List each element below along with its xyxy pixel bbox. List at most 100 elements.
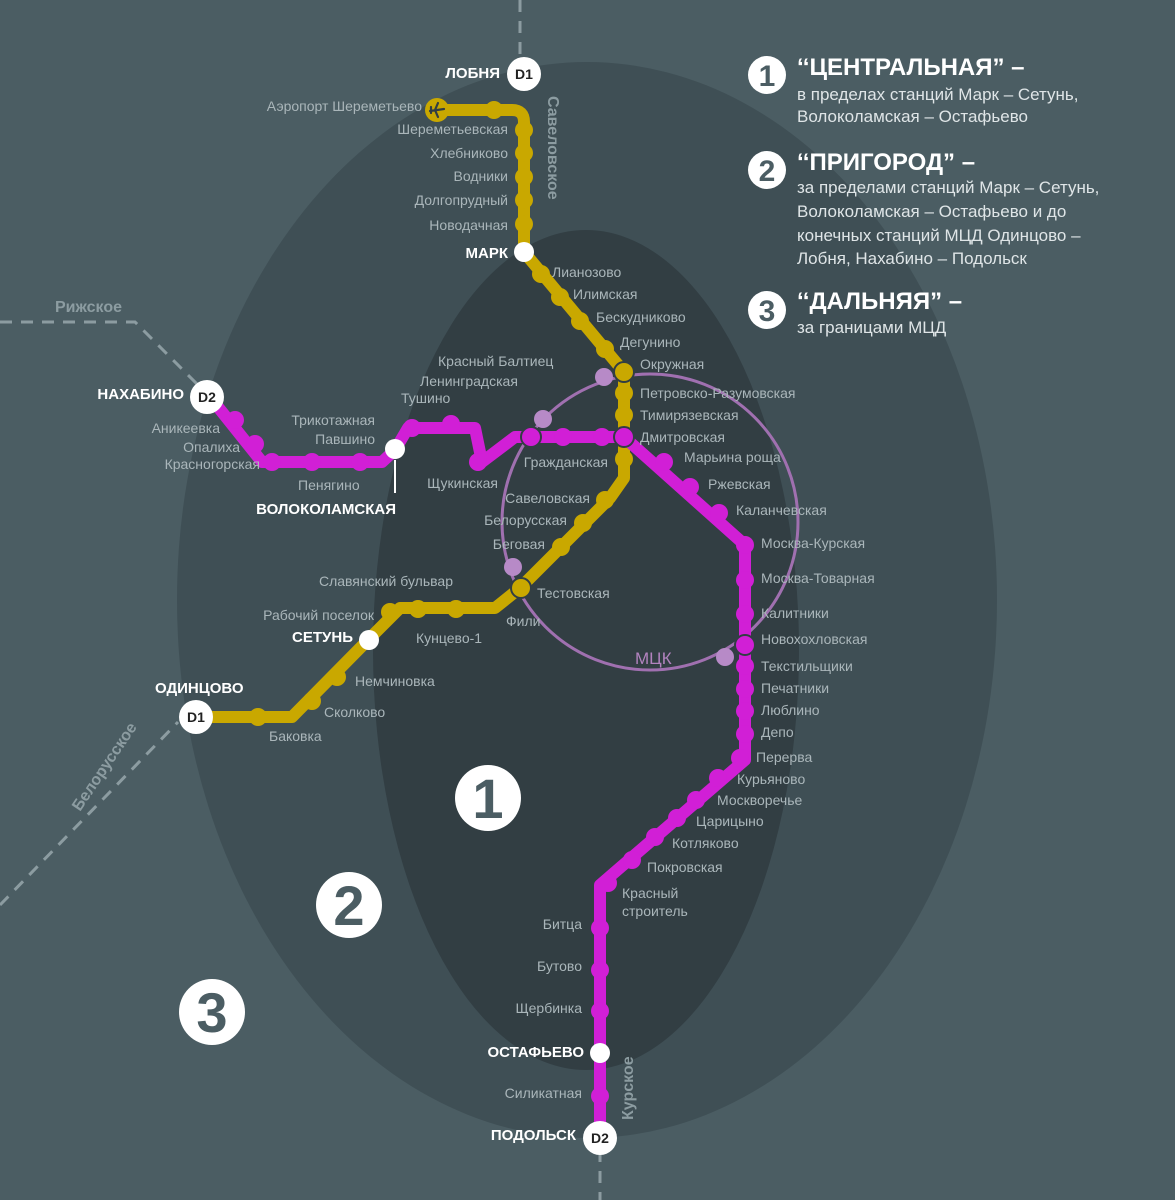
- station-skolkovo-label: Сколково: [324, 704, 385, 720]
- station-dot[interactable]: [615, 450, 633, 468]
- mck-station-dot[interactable]: [716, 648, 734, 666]
- station-dot[interactable]: [710, 504, 728, 522]
- legend-2-line-1: за пределами станций Марк – Сетунь,: [797, 178, 1099, 197]
- station-dmitrovskaya-label: Дмитровская: [640, 429, 725, 445]
- station-dot[interactable]: [591, 1087, 609, 1105]
- station-dot[interactable]: [687, 791, 705, 809]
- station-pokrovskaya-label: Покровская: [647, 859, 723, 875]
- station-dot[interactable]: [736, 680, 754, 698]
- station-dot[interactable]: [596, 340, 614, 358]
- station-dot[interactable]: [646, 828, 664, 846]
- legend-2-line-2: Волоколамская – Остафьево и до: [797, 202, 1066, 221]
- station-dot[interactable]: [263, 453, 281, 471]
- station-dot[interactable]: [515, 191, 533, 209]
- station-dot[interactable]: [681, 478, 699, 496]
- station-dot[interactable]: [226, 411, 244, 429]
- station-dot[interactable]: [515, 215, 533, 233]
- station-dot[interactable]: [551, 288, 569, 306]
- station-dot[interactable]: [552, 538, 570, 556]
- station-dot[interactable]: [515, 121, 533, 139]
- station-dot[interactable]: [403, 419, 421, 437]
- station-dot[interactable]: [409, 600, 427, 618]
- station-dot[interactable]: [351, 453, 369, 471]
- station-ilimskaya-label: Илимская: [573, 286, 637, 302]
- station-dot[interactable]: [574, 514, 592, 532]
- legend-1-title: ‘‘ЦЕНТРАЛЬНАЯ” –: [797, 54, 1025, 81]
- station-grazhdanskaya-label: Гражданская: [524, 454, 608, 470]
- station-dot[interactable]: [736, 725, 754, 743]
- station-petrovsko-label: Петровско-Разумовская: [640, 385, 795, 401]
- station-dot[interactable]: [591, 961, 609, 979]
- station-beskudnikovo-label: Бескудниково: [596, 309, 686, 325]
- legend-2-line-4: Лобня, Нахабино – Подольск: [797, 249, 1027, 268]
- station-dot[interactable]: [532, 265, 550, 283]
- station-dot[interactable]: [736, 657, 754, 675]
- station-dmitrovskaya-interchange[interactable]: [613, 426, 635, 448]
- d1-line: [189, 98, 633, 726]
- boundary-setun-dot[interactable]: [359, 630, 379, 650]
- mck-stations: [504, 368, 734, 666]
- station-khlebnikovo-label: Хлебниково: [430, 145, 508, 161]
- station-dot[interactable]: [731, 749, 749, 767]
- station-dot[interactable]: [246, 435, 264, 453]
- station-novokhokhlovskaya-interchange[interactable]: [734, 634, 756, 656]
- station-testovskaya-label: Тестовская: [537, 585, 610, 601]
- station-dot[interactable]: [593, 428, 611, 446]
- station-moskva-kurskaya-label: Москва-Курская: [761, 535, 865, 551]
- boundary-ostafyevo-dot[interactable]: [590, 1043, 610, 1063]
- mck-label: МЦК: [635, 649, 672, 668]
- terminal-odintsovo[interactable]: D1: [179, 700, 213, 734]
- station-dot[interactable]: [515, 144, 533, 162]
- mck-station-dot[interactable]: [504, 558, 522, 576]
- station-dot[interactable]: [554, 428, 572, 446]
- station-dot[interactable]: [303, 692, 321, 710]
- station-dot[interactable]: [615, 406, 633, 424]
- station-dot[interactable]: [591, 919, 609, 937]
- station-dot[interactable]: [249, 708, 267, 726]
- station-dot[interactable]: [736, 536, 754, 554]
- mck-station-dot[interactable]: [534, 410, 552, 428]
- boundary-volokolamskaya-dot[interactable]: [385, 439, 405, 459]
- station-dot[interactable]: [709, 769, 727, 787]
- station-dot[interactable]: [442, 415, 460, 433]
- station-dot[interactable]: [615, 384, 633, 402]
- terminal-nakhabino[interactable]: D2: [190, 380, 224, 414]
- station-dot[interactable]: [515, 168, 533, 186]
- station-dot[interactable]: [571, 312, 589, 330]
- station-pavshino-label: Павшино: [315, 431, 375, 447]
- station-dot[interactable]: [655, 453, 673, 471]
- terminal-podolsk[interactable]: D2: [583, 1121, 617, 1155]
- station-dot[interactable]: [736, 702, 754, 720]
- station-dot[interactable]: [623, 851, 641, 869]
- station-dot[interactable]: [736, 571, 754, 589]
- station-dot[interactable]: [668, 809, 686, 827]
- legend-2-circle: [748, 151, 786, 189]
- station-dot[interactable]: [381, 603, 399, 621]
- station-testovskaya-interchange[interactable]: [510, 577, 532, 599]
- station-dot[interactable]: [596, 491, 614, 509]
- boundary-mark-dot[interactable]: [514, 242, 534, 262]
- mck-ring: [500, 372, 800, 672]
- terminal-lobnya[interactable]: D1: [507, 57, 541, 91]
- station-leningradskaya-interchange[interactable]: [520, 426, 542, 448]
- mck-station-dot[interactable]: [595, 368, 613, 386]
- zone-1-area: [373, 230, 799, 1070]
- station-airport-label: Аэропорт Шереметьево: [267, 98, 422, 114]
- direction-kurskoe-label: Курское: [620, 1056, 637, 1120]
- station-dot[interactable]: [447, 600, 465, 618]
- station-okruzhnaya-interchange[interactable]: [613, 361, 635, 383]
- terminal-nakhabino-label: НАХАБИНО: [97, 386, 184, 403]
- boundary-setun-label: СЕТУНЬ: [292, 629, 353, 646]
- legend-1-circle: [748, 56, 786, 94]
- station-dot[interactable]: [328, 668, 346, 686]
- station-dot[interactable]: [469, 453, 487, 471]
- station-dot[interactable]: [485, 101, 503, 119]
- station-shcherbinka-label: Щербинка: [516, 1000, 583, 1016]
- station-sheremetyevskaya-label: Шереметьевская: [397, 121, 508, 137]
- legend: 1 ‘‘ЦЕНТРАЛЬНАЯ” – в пределах станций Ма…: [748, 54, 1099, 337]
- station-dot[interactable]: [591, 1002, 609, 1020]
- station-dot[interactable]: [303, 453, 321, 471]
- station-dot[interactable]: [736, 605, 754, 623]
- station-dot[interactable]: [599, 874, 617, 892]
